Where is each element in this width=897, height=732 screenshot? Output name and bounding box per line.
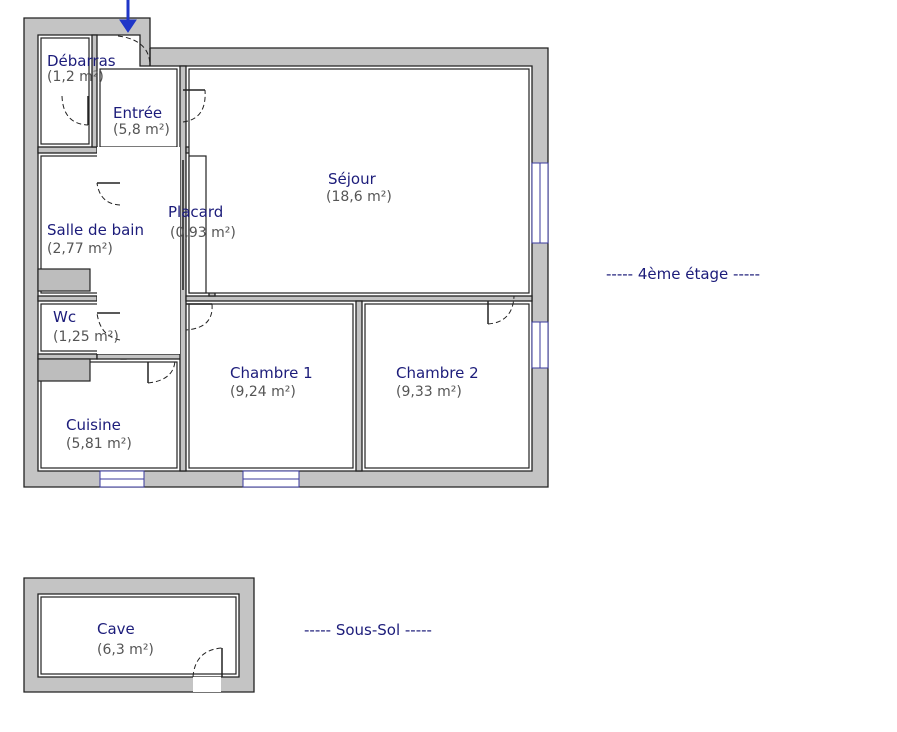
room-name-entree: Entrée — [113, 104, 162, 122]
bathtub-fixture — [37, 268, 91, 292]
cave-wall — [23, 577, 255, 693]
entrance-arrow-icon — [119, 0, 137, 33]
room-name-cuisine: Cuisine — [66, 416, 121, 434]
level-label-basement: ----- Sous-Sol ----- — [304, 621, 432, 639]
doors — [61, 35, 515, 384]
room-area-entree: (5,8 m²) — [113, 122, 170, 138]
room-name-placard: Placard — [168, 203, 223, 221]
room-name-sejour: Séjour — [328, 170, 377, 188]
cave-door-opening — [193, 677, 221, 692]
room-area-cuisine: (5,81 m²) — [66, 436, 132, 452]
room-area-sdb: (2,77 m²) — [47, 241, 113, 257]
room-name-chambre1: Chambre 1 — [230, 364, 313, 382]
cave-door-swing — [192, 647, 223, 678]
room-name-wc: Wc — [53, 308, 76, 326]
outer-wall — [23, 17, 549, 488]
room-area-chambre2: (9,33 m²) — [396, 384, 462, 400]
cave-room — [40, 596, 237, 675]
room-area-sejour: (18,6 m²) — [326, 189, 392, 205]
windows — [99, 162, 549, 488]
room-name-debarras: Débarras — [47, 52, 116, 70]
room-name-cave: Cave — [97, 620, 135, 638]
room-area-placard: (0,93 m²) — [170, 225, 236, 241]
room-area-debarras: (1,2 m²) — [47, 69, 104, 85]
corridor — [97, 147, 180, 354]
kitchen-counter — [37, 358, 91, 382]
level-label-upper: ----- 4ème étage ----- — [606, 265, 760, 283]
room-area-chambre1: (9,24 m²) — [230, 384, 296, 400]
room-area-cave: (6,3 m²) — [97, 642, 154, 658]
room-name-chambre2: Chambre 2 — [396, 364, 479, 382]
room-name-sdb: Salle de bain — [47, 221, 144, 239]
room-area-wc: (1,25 m²) — [53, 329, 119, 345]
